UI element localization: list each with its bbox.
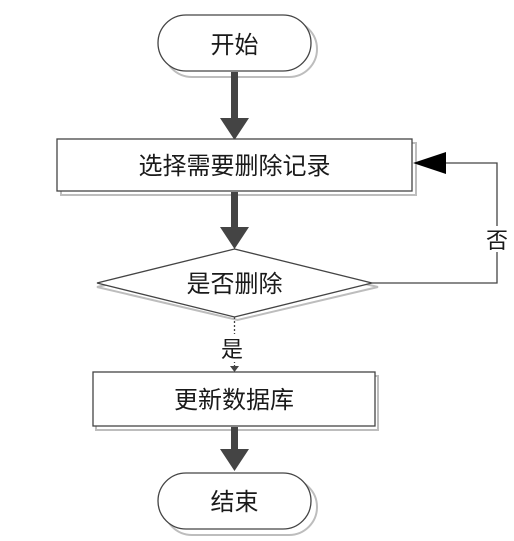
end-node-shape: [157, 472, 312, 530]
arrow-select-to-decision-shaft: [231, 192, 238, 232]
arrow-start-to-select: [220, 72, 249, 140]
no-branch-line: [372, 162, 498, 284]
start-node-label: 开始: [211, 31, 259, 59]
no-branch-loop: 否: [372, 152, 510, 284]
no-branch-label: 否: [486, 229, 508, 254]
yes-branch-arrowhead: [230, 366, 239, 372]
end-node: 结束: [157, 472, 318, 536]
select-record-step: 选择需要删除记录: [56, 138, 417, 196]
no-branch-arrowhead: [413, 152, 446, 174]
arrow-select-to-decision: [220, 192, 249, 249]
select-record-step-label: 选择需要删除记录: [139, 152, 331, 180]
delete-decision-label: 是否删除: [187, 270, 283, 298]
update-database-step: 更新数据库: [92, 371, 379, 431]
update-database-step-label: 更新数据库: [174, 386, 294, 414]
yes-label-bg: [218, 334, 248, 362]
arrow-start-to-select-head: [220, 118, 249, 140]
start-node: 开始: [157, 14, 318, 78]
update-database-step-shape: [92, 371, 376, 427]
arrow-select-to-decision-head: [220, 227, 249, 249]
yes-branch: 是: [218, 317, 248, 372]
delete-decision: 是否删除: [96, 248, 379, 322]
yes-branch-label: 是: [221, 338, 243, 363]
end-node-label: 结束: [211, 488, 259, 516]
arrow-start-to-select-shaft: [231, 72, 238, 122]
arrow-update-to-end: [220, 427, 249, 471]
arrow-update-to-end-shaft: [231, 427, 238, 454]
start-node-shape: [157, 14, 312, 72]
select-record-step-shape: [56, 138, 413, 192]
arrow-update-to-end-head: [220, 449, 249, 471]
no-label-bg: [484, 226, 510, 252]
